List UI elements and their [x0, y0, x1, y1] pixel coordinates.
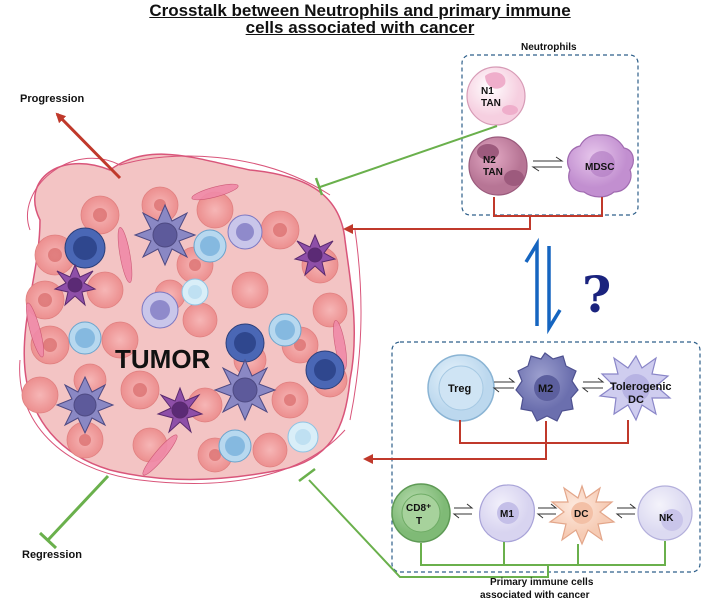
treg-label: Treg	[448, 383, 471, 395]
tolerogenic-dc-cell	[598, 354, 672, 422]
cd8-t-cell	[391, 483, 451, 543]
m1-cell	[479, 484, 535, 543]
question-mark: ?	[582, 265, 611, 324]
treg-m2-equilibrium-icon	[492, 377, 516, 393]
n1-label-line1: N1	[481, 86, 494, 97]
n1-tan-cell	[466, 66, 526, 126]
regression-inhibit-line	[46, 474, 110, 542]
m2-label: M2	[538, 383, 553, 395]
cd8-label-line1: CD8⁺	[406, 503, 431, 514]
suppressive-to-tumor-arrow	[363, 443, 547, 464]
neutrophil-bracket	[493, 197, 603, 217]
n2-mdsc-equilibrium-icon	[531, 156, 564, 172]
mdsc-label: MDSC	[585, 162, 614, 173]
primary-cells-label-line1: Primary immune cells	[490, 577, 594, 588]
suppressive-bracket	[459, 420, 629, 444]
neutrophil-to-tumor-arrow	[343, 216, 531, 234]
figure-title-line2: cells associated with cancer	[245, 18, 475, 37]
n2-label-line2: TAN	[483, 167, 503, 178]
dc-nk-equilibrium-icon	[615, 503, 637, 519]
tumor-label: TUMOR	[115, 344, 211, 374]
antitumor-bracket	[420, 541, 666, 566]
nk-label: NK	[659, 513, 674, 524]
m2-cell	[515, 352, 579, 422]
n1-inhibition-bar	[314, 177, 324, 196]
antitumor-inhibition-bar	[298, 468, 316, 482]
toldc-label-line2: DC	[628, 394, 644, 406]
nk-cell	[637, 485, 693, 541]
n1-inhibition-line	[319, 125, 498, 188]
n2-tan-cell	[468, 136, 528, 196]
m1-label: M1	[500, 509, 514, 520]
neutrophils-label: Neutrophils	[521, 42, 577, 53]
progression-arrow	[55, 112, 122, 180]
n2-label-line1: N2	[483, 155, 496, 166]
tumor-mass	[19, 153, 362, 484]
toldc-label-line1: Tolerogenic	[610, 381, 672, 393]
m1-dc-equilibrium-icon	[536, 503, 558, 519]
progression-label: Progression	[20, 93, 84, 105]
regression-inhibit-bar	[38, 531, 58, 550]
mdsc-cell	[567, 134, 634, 198]
regression-label: Regression	[22, 549, 82, 561]
antitumor-inhibition-line	[308, 479, 549, 578]
equilibrium-arrows-icon	[524, 237, 562, 335]
primary-cells-label-line2: associated with cancer	[480, 590, 590, 601]
dc-label: DC	[574, 509, 588, 520]
n1-label-line2: TAN	[481, 98, 501, 109]
figure-title-line1: Crosstalk between Neutrophils and primar…	[149, 1, 571, 20]
m2-toldc-equilibrium-icon	[581, 377, 605, 393]
dc-cell	[548, 484, 616, 546]
cd8-label-line2: T	[416, 516, 422, 527]
cd8-m1-equilibrium-icon	[452, 503, 474, 519]
treg-cell	[427, 354, 495, 422]
